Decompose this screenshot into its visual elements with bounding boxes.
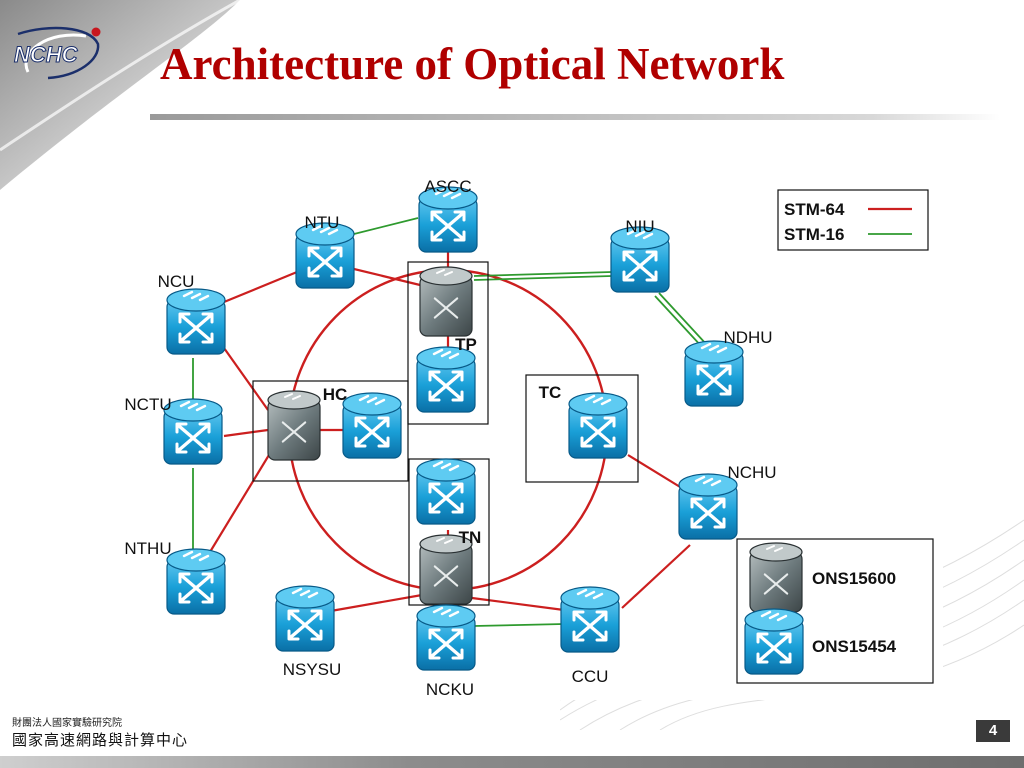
hub-box-tc — [525, 374, 639, 483]
router-ccu — [561, 587, 619, 652]
logo-text: NCHC — [14, 42, 79, 67]
router-tc-15454 — [569, 393, 627, 458]
slide-title: Architecture of Optical Network — [160, 39, 785, 89]
legend-ons15600-icon — [748, 541, 804, 614]
router-niu — [611, 227, 669, 292]
device-legend: ONS15600 ONS15454 — [736, 538, 934, 684]
router-tp-15454 — [417, 347, 475, 412]
hub-box-hc — [252, 380, 409, 482]
label-ndhu: NDHU — [723, 328, 772, 347]
footer-org: 財團法人國家實驗研究院 國家高速網路與計算中心 — [12, 718, 188, 750]
hub-label-tn: TN — [459, 528, 482, 547]
label-niu: NIU — [625, 217, 654, 236]
nchc-logo: NCHC — [14, 26, 101, 80]
router-hc-15454 — [343, 393, 401, 458]
label-nthu: NTHU — [124, 539, 171, 558]
label-nctu: NCTU — [124, 395, 171, 414]
hub-label-tp: TP — [455, 335, 477, 354]
label-nchu: NCHU — [727, 463, 776, 482]
router-tn-15454 — [417, 459, 475, 524]
hub-label-hc: HC — [323, 385, 348, 404]
hub-label-tc: TC — [539, 383, 562, 402]
network-diagram: ASCC NTU NIU NCU NDHU NCTU NCHU NTHU NSY… — [95, 138, 943, 700]
router-hc-15600 — [266, 389, 322, 462]
legend-stm64-label: STM-64 — [784, 200, 845, 219]
router-ascc — [419, 187, 477, 252]
title-rule — [150, 114, 1000, 120]
router-ntu — [296, 223, 354, 288]
legend-stm16-label: STM-16 — [784, 225, 844, 244]
page-number: 4 — [976, 720, 1010, 742]
label-ccu: CCU — [572, 667, 609, 686]
label-ncu: NCU — [158, 272, 195, 291]
hub-box-tp — [407, 261, 489, 425]
legend-ons15454-icon — [745, 609, 803, 674]
router-nthu — [167, 549, 225, 614]
router-ndhu — [685, 341, 743, 406]
link-legend: STM-64 STM-16 — [777, 189, 929, 251]
corner-swoosh — [0, 0, 240, 190]
org-name-line2: 國家高速網路與計算中心 — [12, 732, 189, 749]
org-name-line1: 財團法人國家實驗研究院 — [12, 718, 122, 729]
stm16-links — [192, 217, 708, 627]
label-ascc: ASCC — [424, 177, 471, 196]
router-nsysu — [276, 586, 334, 651]
label-ntu: NTU — [305, 213, 340, 232]
router-nchu — [679, 474, 737, 539]
label-ncku: NCKU — [426, 680, 474, 699]
legend-ons15600-label: ONS15600 — [812, 569, 896, 588]
router-ncku — [417, 605, 475, 670]
router-ncu — [167, 289, 225, 354]
router-nctu — [164, 399, 222, 464]
router-tp-15600 — [418, 265, 474, 338]
legend-ons15454-label: ONS15454 — [812, 637, 897, 656]
label-nsysu: NSYSU — [283, 660, 342, 679]
bottom-bar — [0, 756, 1024, 768]
